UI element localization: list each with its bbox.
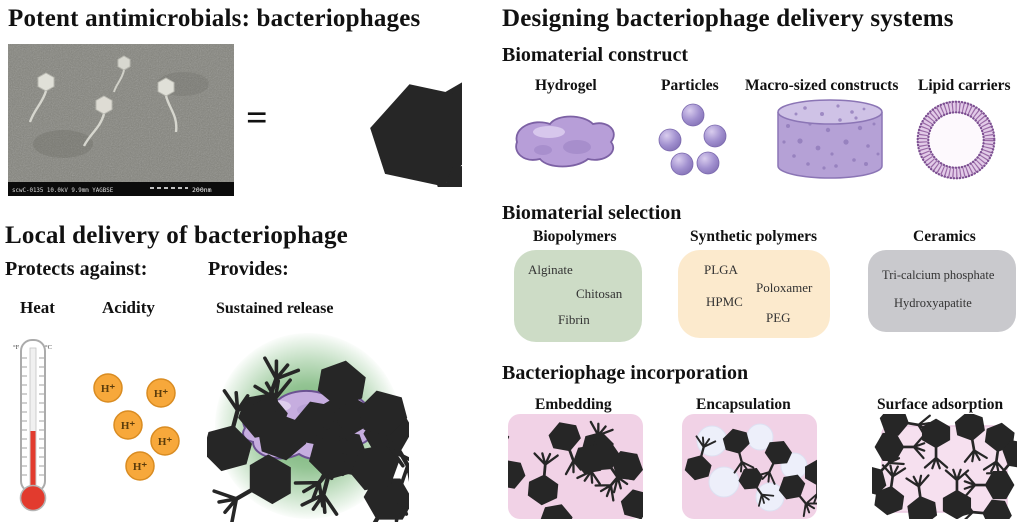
construct-title: Biomaterial construct (502, 44, 689, 66)
incorporation-title: Bacteriophage incorporation (502, 362, 749, 384)
em-phage (28, 55, 178, 147)
material-item: Fibrin (558, 312, 590, 327)
therm-c-label: °C (45, 344, 52, 351)
embedding-label: Embedding (535, 396, 612, 413)
material-item: Poloxamer (756, 280, 813, 295)
macro-construct-icon (777, 99, 883, 179)
hplus-label: H⁺ (158, 436, 173, 448)
material-item: Hydroxyapatite (894, 296, 972, 310)
biopolymers-box: Alginate Chitosan Fibrin (514, 250, 642, 342)
lipid-carrier-icon (916, 100, 996, 180)
surface-adsorption-box (872, 414, 1017, 519)
material-item: Tri-calcium phosphate (882, 268, 995, 282)
material-item: HPMC (706, 294, 743, 309)
phage-trio (360, 58, 462, 187)
encapsulation-label: Encapsulation (696, 396, 791, 413)
synthetic-polymers-box: PLGA Poloxamer HPMC PEG (678, 250, 830, 338)
micrograph-scale: 200nm (192, 186, 212, 194)
hplus-label: H⁺ (154, 388, 169, 400)
micrograph-meta: scwC-0135 10.0kV 9.9mm YAGBSE (12, 188, 114, 194)
equals-sign: = (246, 97, 268, 139)
heat-label: Heat (20, 298, 55, 317)
hplus-label: H⁺ (101, 383, 116, 395)
acid-ion-icon: H⁺ H⁺ H⁺ H⁺ H⁺ (93, 373, 180, 481)
hplus-label: H⁺ (121, 420, 136, 432)
ceramics-label: Ceramics (913, 228, 976, 245)
particles-label: Particles (661, 77, 719, 94)
ceramics-box: Tri-calcium phosphate Hydroxyapatite (868, 250, 1016, 332)
biopolymers-label: Biopolymers (533, 228, 617, 245)
hplus-label: H⁺ (133, 461, 148, 473)
right-title: Designing bacteriophage delivery systems (502, 5, 954, 32)
surface-adsorption-label: Surface adsorption (877, 396, 1004, 413)
provides-label: Provides: (208, 258, 289, 280)
hydrogel-label: Hydrogel (535, 77, 597, 94)
material-item: PEG (766, 310, 791, 325)
acidity-label: Acidity (102, 298, 155, 317)
phage-icon (360, 58, 462, 187)
sustained-release-label: Sustained release (216, 300, 334, 317)
therm-f-label: °F (13, 344, 20, 351)
particles-icon (658, 103, 727, 176)
macro-constructs-label: Macro-sized constructs (745, 77, 899, 94)
hydrogel-blob-icon (515, 115, 615, 168)
synthetic-polymers-label: Synthetic polymers (690, 228, 818, 245)
protects-label: Protects against: (5, 258, 148, 280)
sustained-release-glow (207, 333, 409, 522)
electron-micrograph: scwC-0135 10.0kV 9.9mm YAGBSE 200nm (8, 44, 234, 196)
material-item: Alginate (528, 262, 573, 277)
material-item: PLGA (704, 262, 738, 277)
left-title: Potent antimicrobials: bacteriophages (8, 5, 421, 32)
material-item: Chitosan (576, 286, 623, 301)
embedding-box (508, 414, 643, 519)
thermometer-icon: °F °C (13, 339, 52, 512)
selection-title: Biomaterial selection (502, 202, 682, 224)
encapsulation-box (682, 414, 817, 519)
lipid-carriers-label: Lipid carriers (918, 77, 1011, 94)
local-delivery-title: Local delivery of bacteriophage (5, 222, 348, 249)
